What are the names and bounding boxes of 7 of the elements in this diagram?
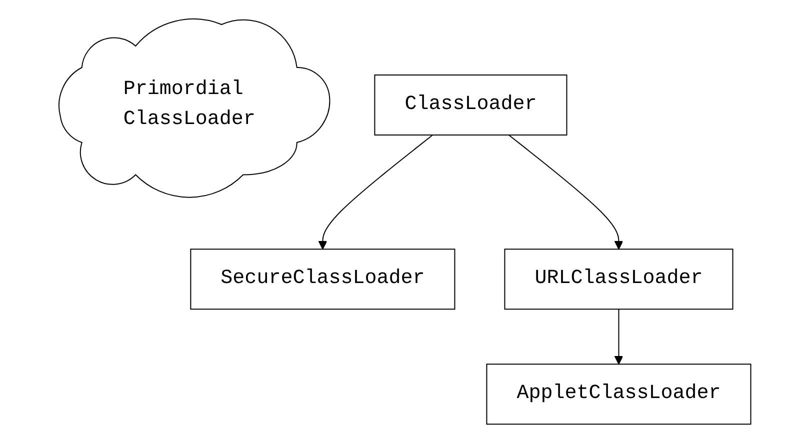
node-box: AppletClassLoader xyxy=(486,364,752,425)
arrow xyxy=(614,308,624,364)
arrow xyxy=(318,134,434,250)
node-box: URLClassLoader xyxy=(504,248,734,310)
node-box: ClassLoader xyxy=(374,74,568,136)
arrow xyxy=(508,134,624,250)
node-box: SecureClassLoader xyxy=(190,248,456,310)
